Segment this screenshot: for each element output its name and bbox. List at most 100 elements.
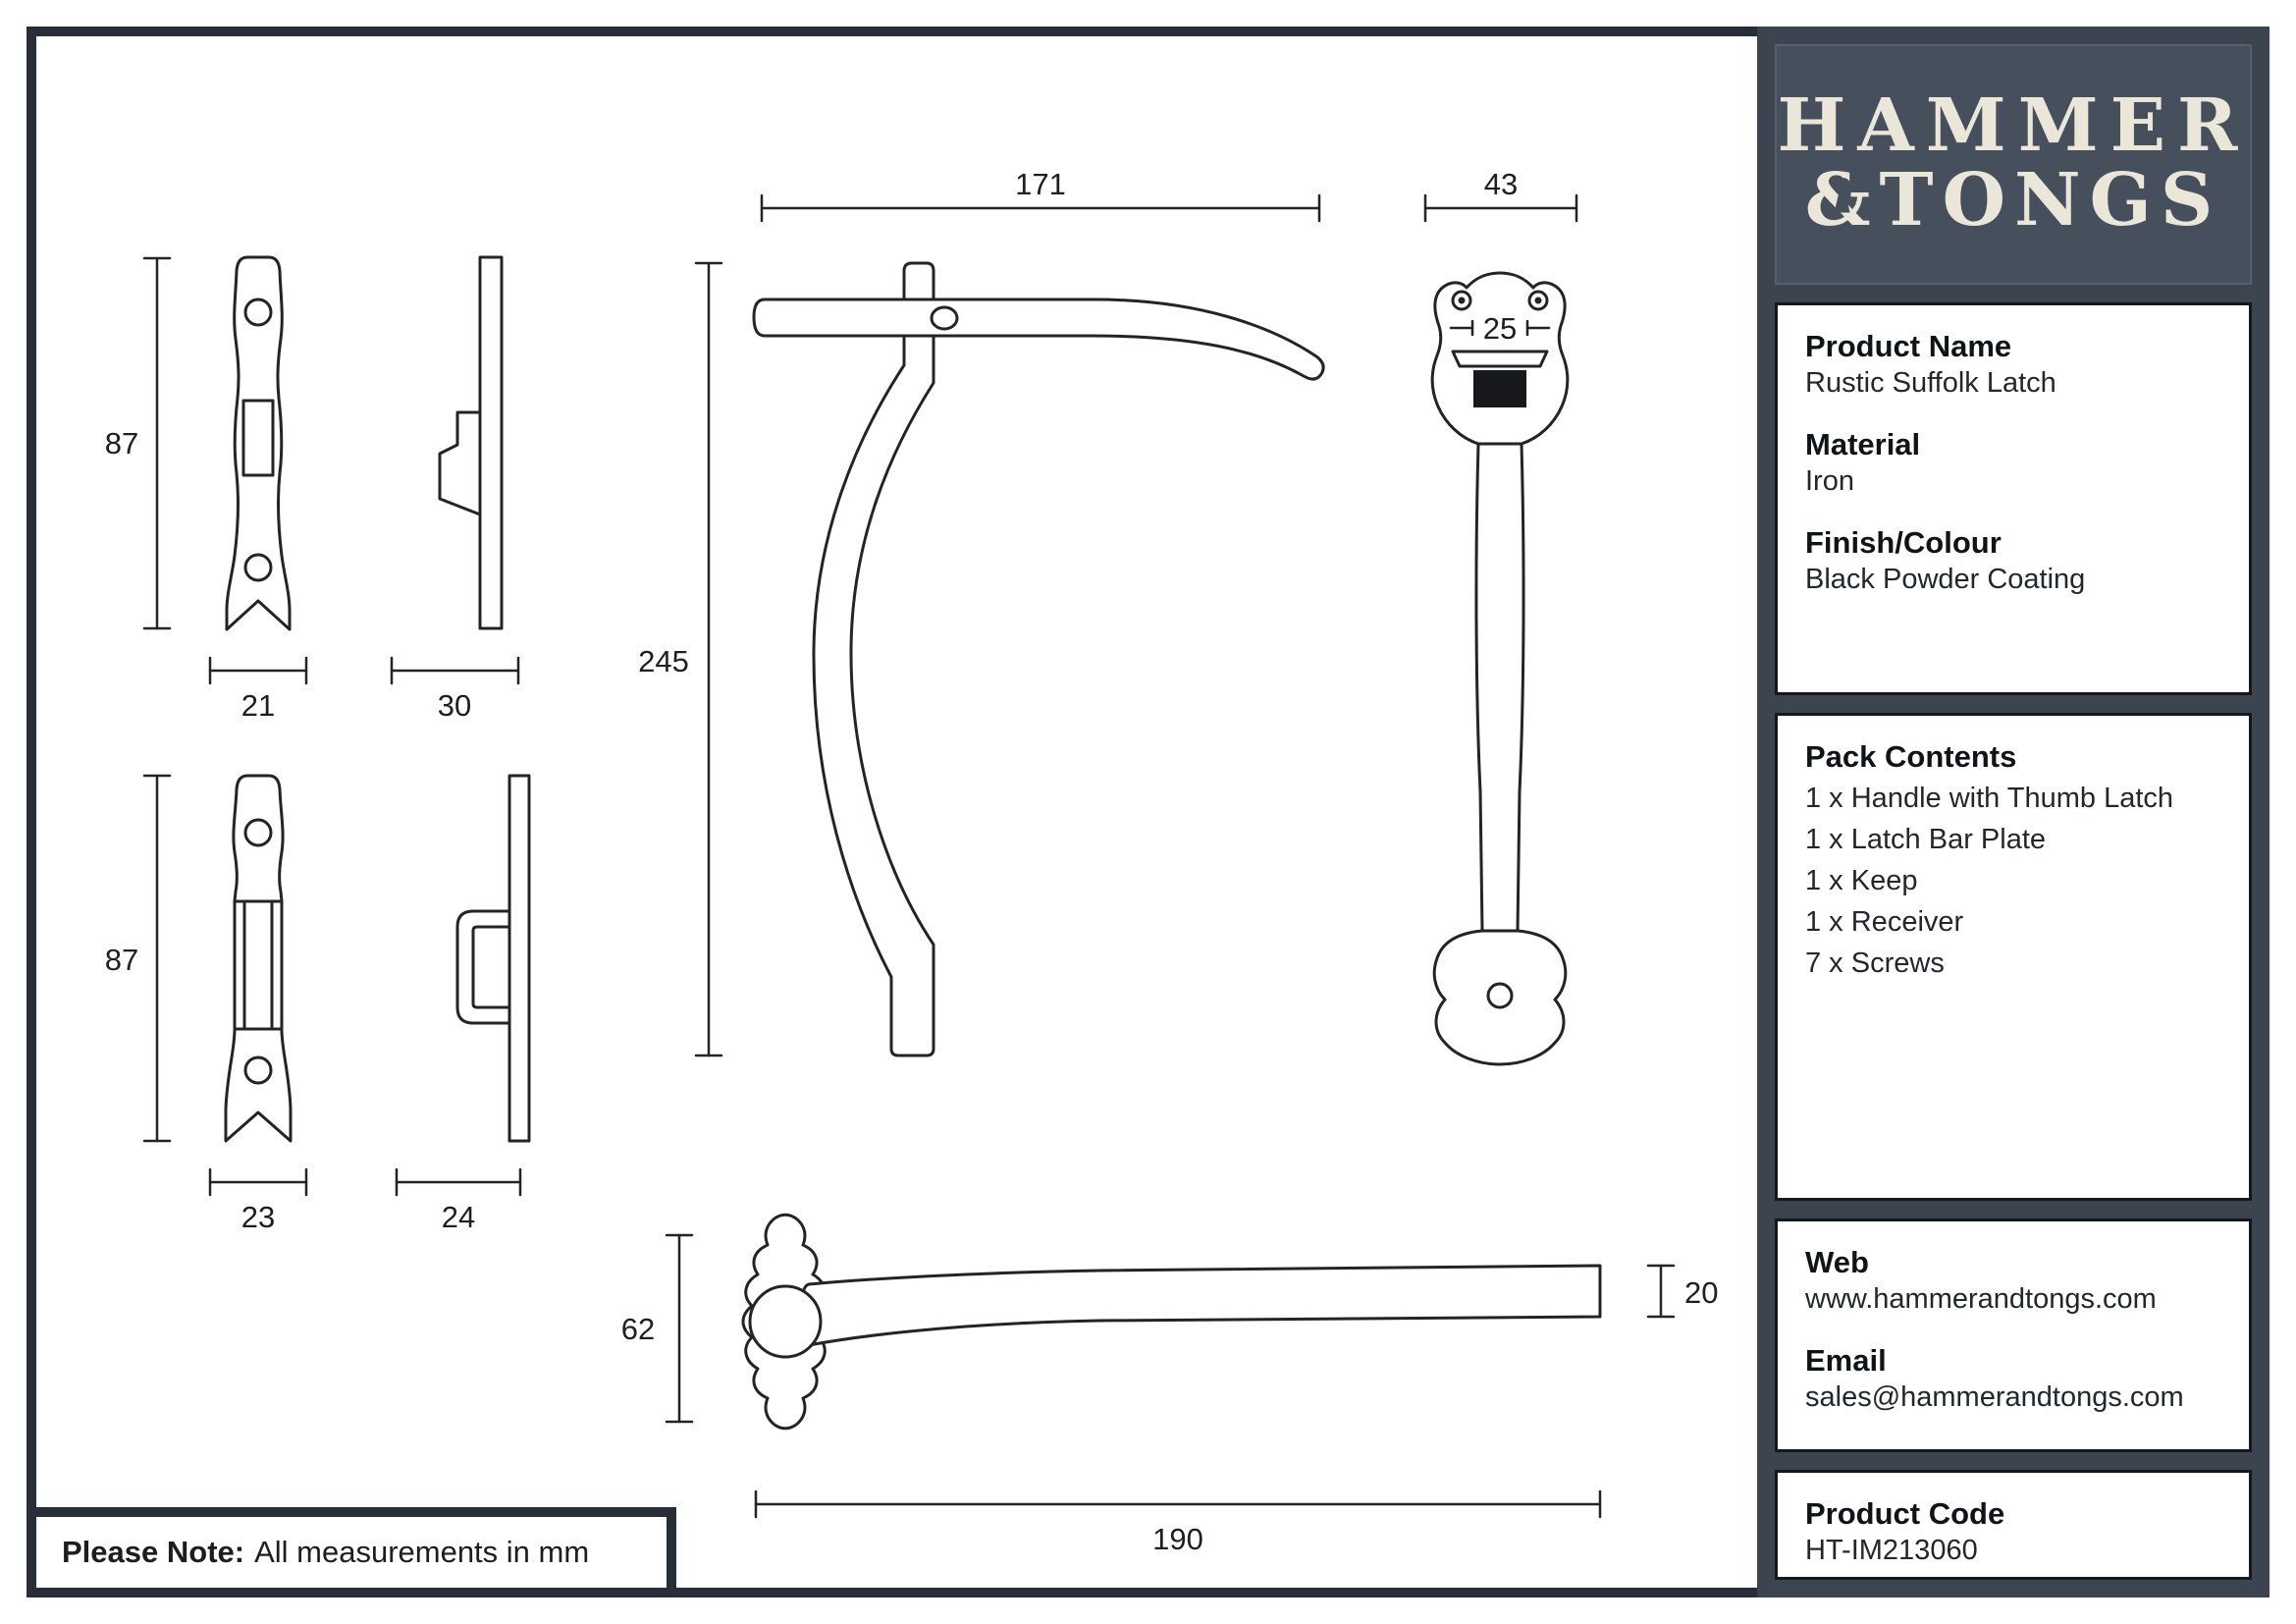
dim-latch-end: 20 bbox=[1646, 1264, 1718, 1319]
latch-bar-ornament bbox=[741, 1213, 829, 1431]
keep-side-bar bbox=[478, 255, 504, 630]
dim-handle-front-width: 43 bbox=[1423, 167, 1578, 223]
logo-text-hammer: HAMMER bbox=[1777, 82, 2250, 168]
dim-label-handle-front-width: 43 bbox=[1484, 167, 1518, 201]
pack-contents-card: Pack Contents 1 x Handle with Thumb Latc… bbox=[1775, 713, 2252, 1201]
dim-latch-height: 62 bbox=[621, 1233, 694, 1424]
receiver-side-view bbox=[455, 774, 531, 1143]
receiver-front-view bbox=[224, 774, 293, 1143]
handle-front-view bbox=[1430, 271, 1570, 1066]
keep-screw-hole-bottom bbox=[243, 553, 273, 582]
product-name-value: Rustic Suffolk Latch bbox=[1805, 367, 2056, 399]
finish-value: Black Powder Coating bbox=[1805, 564, 2086, 595]
latch-bar-view bbox=[741, 1213, 1602, 1431]
receiver-screw-hole-bottom bbox=[243, 1056, 273, 1085]
logo-text-tongs: TONGS bbox=[1879, 157, 2222, 243]
dim-label-keep-side-width: 30 bbox=[438, 688, 471, 723]
dim-handle-slot: 25 bbox=[1449, 311, 1551, 346]
product-code-label: Product Code bbox=[1805, 1496, 2005, 1531]
dim-label-latch-height: 62 bbox=[621, 1312, 655, 1346]
note-text: All measurements in mm bbox=[254, 1535, 590, 1569]
contact-card: Web www.hammerandtongs.com Email sales@h… bbox=[1775, 1218, 2252, 1452]
dim-handle-height: 245 bbox=[638, 261, 723, 1057]
keep-screw-hole-top bbox=[243, 298, 273, 327]
product-name-label: Product Name bbox=[1805, 329, 2012, 363]
keep-side-view bbox=[438, 255, 504, 630]
measurements-note: Please Note: All measurements in mm bbox=[27, 1507, 676, 1597]
product-code-card: Product Code HT-IM213060 bbox=[1775, 1470, 2252, 1580]
handle-thumb-slot bbox=[1451, 350, 1549, 368]
note-label: Please Note: bbox=[62, 1535, 245, 1569]
handle-side-view bbox=[752, 261, 1325, 1057]
dim-receiver-front-height: 87 bbox=[105, 774, 172, 1143]
dim-receiver-front-width: 23 bbox=[208, 1167, 308, 1234]
handle-grip-left-edge bbox=[1474, 442, 1484, 933]
pack-item: 1 x Handle with Thumb Latch bbox=[1805, 783, 2174, 814]
dim-label-handle-slot: 25 bbox=[1483, 311, 1517, 346]
product-code-value: HT-IM213060 bbox=[1805, 1535, 1978, 1566]
keep-side-hook bbox=[438, 410, 482, 516]
web-field: Web www.hammerandtongs.com bbox=[1805, 1245, 2221, 1316]
dim-label-receiver-height: 87 bbox=[105, 943, 138, 977]
finish-field: Finish/Colour Black Powder Coating bbox=[1805, 525, 2221, 596]
keyhole-icon bbox=[1833, 177, 1852, 221]
material-field: Material Iron bbox=[1805, 427, 2221, 498]
thumb-latch-pivot bbox=[930, 305, 959, 331]
handle-bottom-plate bbox=[1432, 929, 1568, 1066]
material-label: Material bbox=[1805, 427, 1921, 461]
dim-keep-front-width: 21 bbox=[208, 656, 308, 723]
handle-side-outline bbox=[812, 261, 935, 1057]
info-sidebar: HAMMER & TONGS Product Name Rustic Suffo… bbox=[1757, 27, 2269, 1597]
pack-item: 1 x Receiver bbox=[1805, 906, 1964, 939]
receiver-staple-inner bbox=[471, 925, 511, 1009]
pack-contents-label: Pack Contents bbox=[1805, 739, 2017, 774]
receiver-plate-outline bbox=[224, 774, 293, 1143]
dim-latch-length: 190 bbox=[754, 1489, 1602, 1556]
dim-keep-side-width: 30 bbox=[390, 656, 520, 723]
dim-keep-front-height: 87 bbox=[105, 256, 172, 630]
email-value: sales@hammerandtongs.com bbox=[1805, 1381, 2184, 1413]
finish-label: Finish/Colour bbox=[1805, 525, 2002, 560]
handle-screw-dot-right bbox=[1534, 297, 1542, 304]
dim-handle-length: 171 bbox=[760, 167, 1321, 223]
brand-logo: HAMMER & TONGS bbox=[1775, 44, 2252, 285]
email-field: Email sales@hammerandtongs.com bbox=[1805, 1343, 2221, 1414]
logo-ampersand-wrap: & bbox=[1805, 161, 1880, 241]
dim-label-keep-height: 87 bbox=[105, 426, 138, 460]
keyhole-stem bbox=[1834, 190, 1850, 213]
thumb-latch-lever bbox=[752, 298, 1325, 381]
receiver-side-bar bbox=[507, 774, 531, 1143]
handle-screw-hole-left bbox=[1451, 290, 1472, 311]
receiver-screw-hole-top bbox=[243, 818, 273, 847]
product-info-card: Product Name Rustic Suffolk Latch Materi… bbox=[1775, 302, 2252, 695]
receiver-staple-outer bbox=[455, 909, 511, 1025]
dim-label-latch-length: 190 bbox=[1152, 1522, 1203, 1556]
dim-label-handle-length: 171 bbox=[1015, 167, 1066, 201]
pack-item: 7 x Screws bbox=[1805, 947, 1945, 980]
web-label: Web bbox=[1805, 1245, 1869, 1279]
handle-grip-right-edge bbox=[1516, 442, 1525, 933]
handle-top-plate bbox=[1430, 271, 1570, 446]
handle-bottom-hole bbox=[1486, 982, 1514, 1009]
web-value: www.hammerandtongs.com bbox=[1805, 1283, 2157, 1315]
dim-label-latch-end: 20 bbox=[1684, 1275, 1718, 1310]
dim-label-handle-height: 245 bbox=[638, 644, 689, 678]
handle-screw-dot-left bbox=[1458, 297, 1466, 304]
latch-bar-arm bbox=[798, 1264, 1602, 1347]
pack-item: 1 x Keep bbox=[1805, 865, 1918, 897]
email-label: Email bbox=[1805, 1343, 1887, 1378]
dim-receiver-side-width: 24 bbox=[395, 1167, 522, 1234]
keep-plate-outline bbox=[225, 255, 292, 631]
dim-label-receiver-side-width: 24 bbox=[442, 1200, 475, 1234]
pack-item: 1 x Latch Bar Plate bbox=[1805, 824, 2047, 856]
material-value: Iron bbox=[1805, 465, 1854, 497]
handle-screw-hole-right bbox=[1527, 290, 1549, 311]
keyhole-circle bbox=[1833, 177, 1851, 195]
handle-slot-opening bbox=[1473, 370, 1526, 407]
dim-label-keep-width: 21 bbox=[241, 688, 275, 723]
dim-label-receiver-width: 23 bbox=[241, 1200, 275, 1234]
logo-line-tongs: & TONGS bbox=[1805, 157, 2222, 243]
latch-bar-pivot-boss bbox=[748, 1284, 823, 1359]
keep-front-view bbox=[225, 255, 292, 631]
